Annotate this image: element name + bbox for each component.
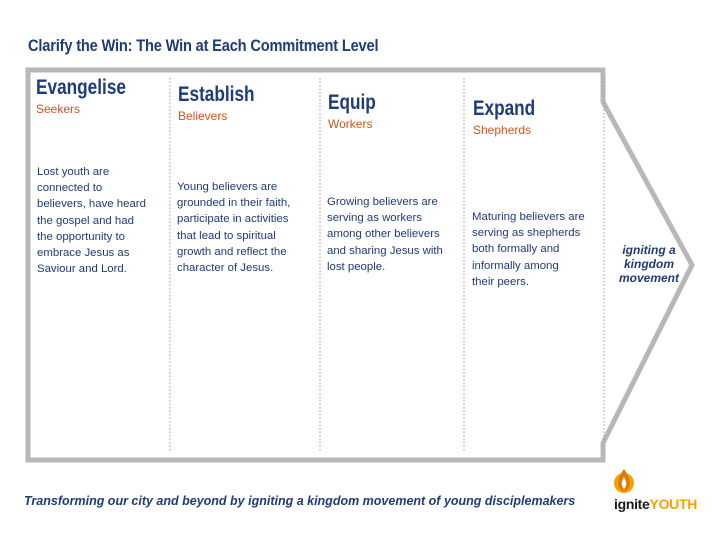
column-description-expand: Maturing believers are serving as shephe… bbox=[472, 209, 604, 290]
logo-text-ignite: ignite bbox=[614, 496, 650, 512]
description-line: embrace Jesus as bbox=[37, 247, 130, 260]
column-role: Believers bbox=[178, 109, 228, 123]
description-line: Lost youth are bbox=[37, 166, 110, 178]
flame-icon bbox=[614, 469, 634, 493]
description-line: and sharing Jesus with bbox=[327, 244, 443, 257]
description-line: Maturing believers are bbox=[472, 211, 585, 223]
column-heading: Evangelise bbox=[36, 76, 126, 99]
description-line: serving as shepherds bbox=[472, 227, 581, 240]
column-description-evangelise: Lost youth are connected to believers, h… bbox=[37, 164, 169, 277]
description-line: growth and reflect the bbox=[177, 245, 287, 258]
description-line: that lead to spiritual bbox=[177, 229, 276, 242]
description-line: believers, have heard bbox=[37, 198, 146, 211]
arrow-label-line: igniting a bbox=[622, 243, 676, 257]
description-line: participate in activities bbox=[177, 213, 289, 226]
arrow-label-line: kingdom bbox=[624, 257, 674, 271]
column-equip: Equip Workers bbox=[328, 91, 386, 131]
description-line: character of Jesus. bbox=[177, 262, 274, 275]
description-line: Saviour and Lord. bbox=[37, 263, 127, 276]
description-line: among other believers bbox=[327, 228, 440, 241]
column-description-equip: Growing believers are serving as workers… bbox=[327, 194, 463, 275]
arrow-label-line: movement bbox=[618, 271, 680, 285]
description-line: Growing believers are bbox=[327, 196, 438, 208]
brand-logo: igniteYOUTH bbox=[614, 496, 697, 512]
slide-title: Clarify the Win: The Win at Each Commitm… bbox=[28, 36, 379, 55]
description-line: the gospel and had bbox=[37, 214, 134, 227]
footer-tagline: Transforming our city and beyond by igni… bbox=[24, 494, 576, 508]
column-heading: Expand bbox=[473, 97, 536, 120]
description-line: the opportunity to bbox=[37, 230, 126, 243]
column-expand: Expand Shepherds bbox=[473, 97, 549, 137]
arrow-tip-label: igniting a kingdom movement bbox=[612, 243, 686, 285]
description-line: both formally and bbox=[472, 243, 560, 256]
column-heading: Equip bbox=[328, 91, 376, 114]
column-role: Shepherds bbox=[473, 123, 532, 137]
description-line: serving as workers bbox=[327, 212, 422, 225]
description-line: connected to bbox=[37, 182, 103, 195]
logo-text-youth: YOUTH bbox=[649, 496, 698, 512]
column-evangelise: Evangelise Seekers bbox=[36, 76, 146, 116]
column-establish: Establish Believers bbox=[178, 83, 271, 123]
description-line: Young believers are bbox=[177, 181, 278, 193]
column-role: Seekers bbox=[36, 102, 81, 116]
column-heading: Establish bbox=[178, 83, 255, 106]
description-line: grounded in their faith, bbox=[177, 197, 291, 210]
column-description-establish: Young believers are grounded in their fa… bbox=[177, 179, 319, 276]
description-line: their peers. bbox=[472, 275, 529, 288]
column-role: Workers bbox=[328, 117, 373, 131]
description-line: lost people. bbox=[327, 260, 386, 273]
description-line: informally among bbox=[472, 259, 559, 272]
